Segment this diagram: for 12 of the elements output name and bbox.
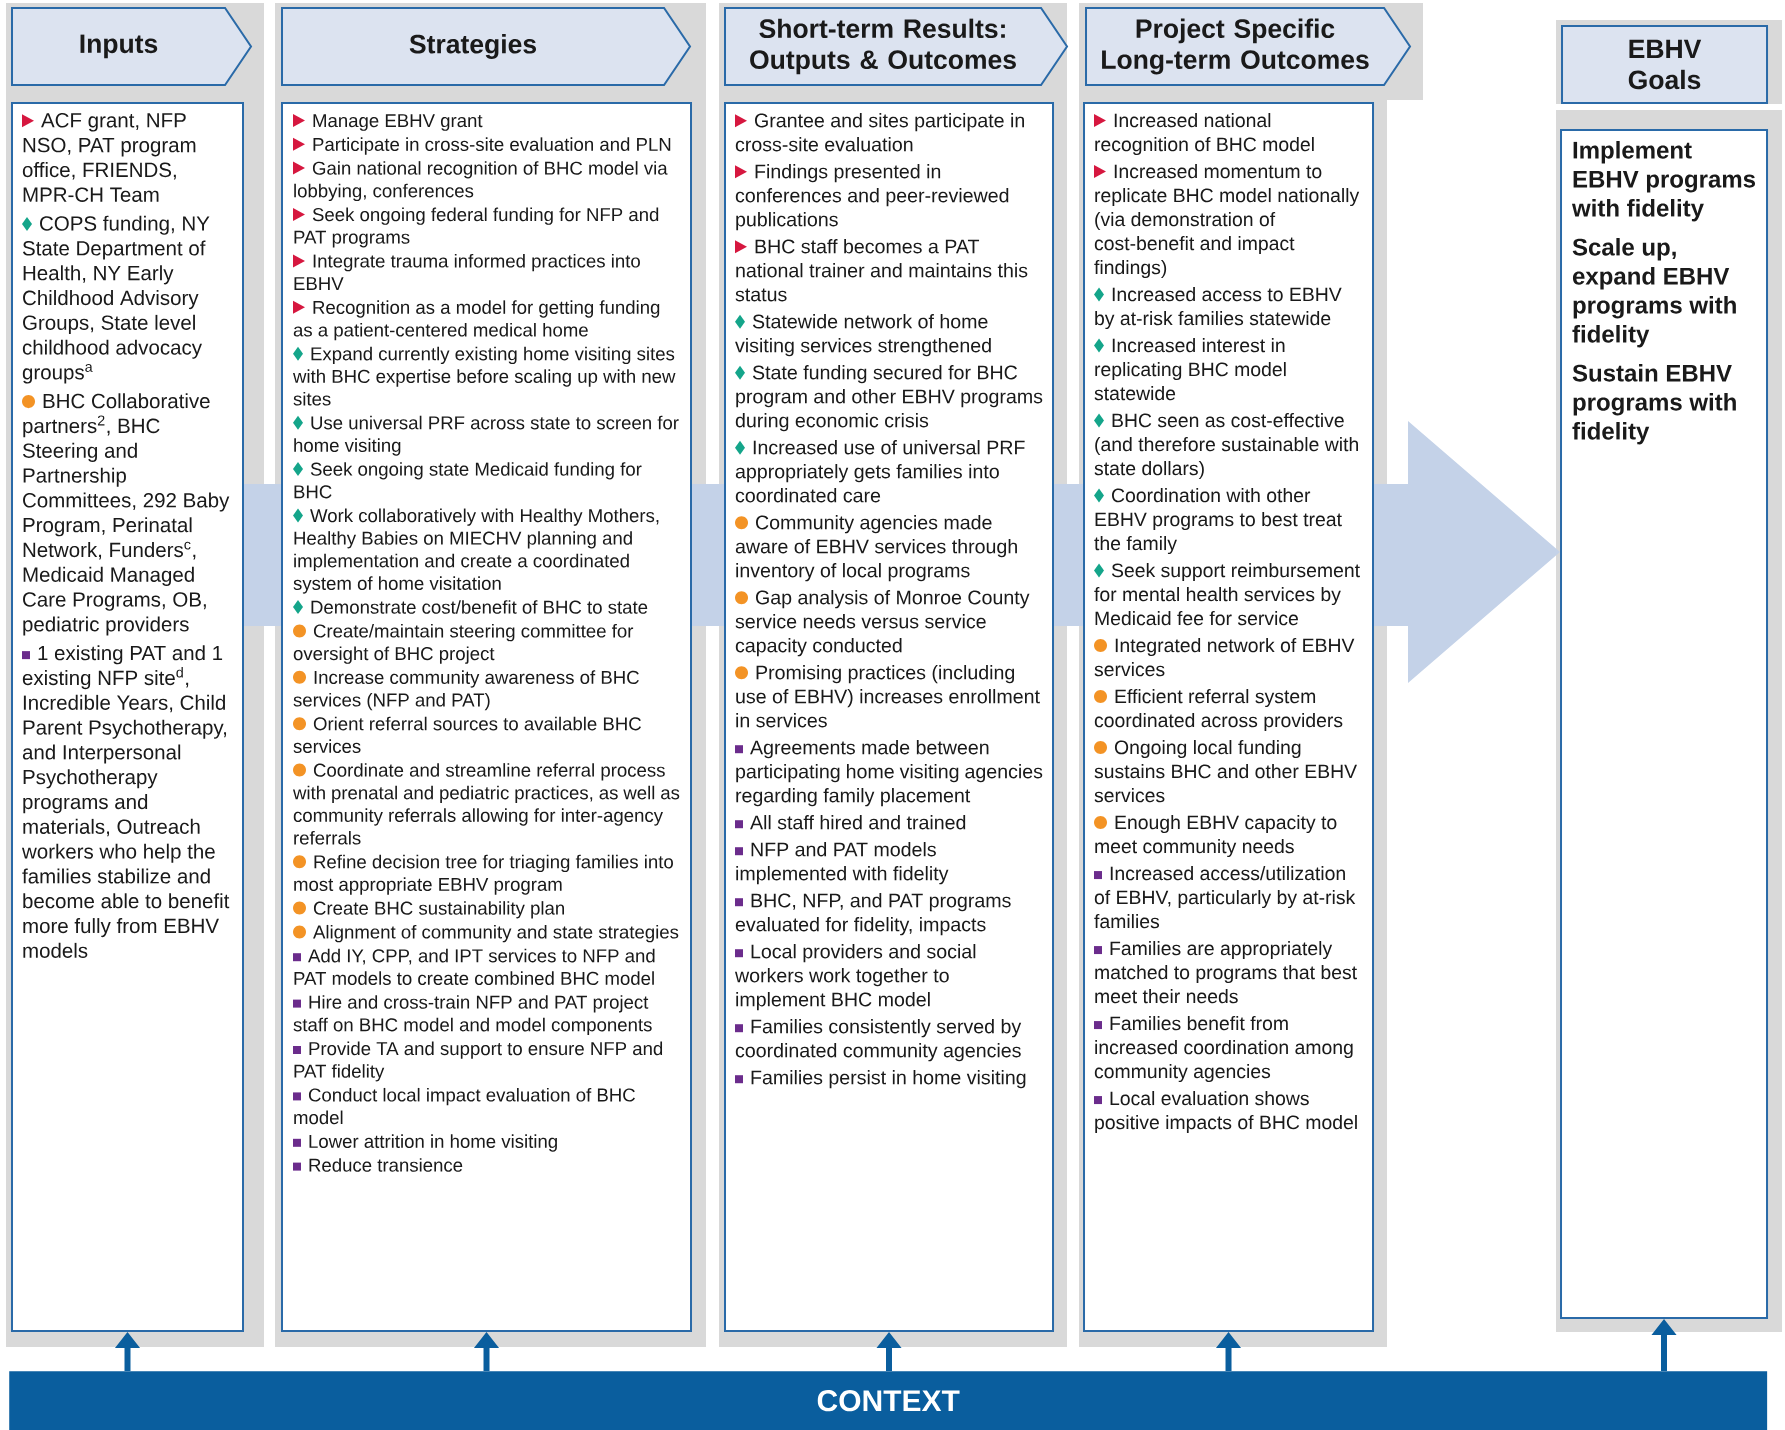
goals-box: Implement EBHV programs with fidelity Scale up, expand EBHV programs with fidelity Sustain EBHV programs with fidelity (1560, 129, 1768, 1319)
chevron-header: Inputs (11, 7, 253, 86)
context-bar: CONTEXT (9, 1371, 1768, 1430)
chevron-header: Project Specific Long-term Outcomes (1085, 7, 1412, 86)
list-box: ACF grant, NFP NSO, PAT program office, FRIENDS, MPR-CH Team COPS funding, NY State Department of Health, NY Early Childhood Advisory Groups, State level childhood advocacy groups$^{a}$ BHC Collaborative partners$^{2}$, BHC Steering and Partnership Committees, 292 Baby Program, Perinatal Network, Funders$^{c}$, Medicaid Managed Care Programs, OB, pediatric providers 1 existing PAT and 1 existing NFP site$^{d}$, Incredible Years, Child Parent Psychotherapy, and Interpersonal Psychotherapy programs and materials, Outreach workers who help the families stabilize and become able to benefit more fully from EBHV models (11, 102, 244, 1332)
arrow (244, 421, 1560, 683)
list-box: Manage EBHV grant Participate in cross-site evaluation and PLN Gain national recognition of BHC model via lobbying, conferences Seek ongoing federal funding for NFP and PAT programs Integrate trauma informed practices into EBHV Recognition as a model for getting funding as a patient-centered medical home Expand currently existing home visiting sites with BHC expertise before scaling up with new sites Use universal PRF across state to screen for home visiting Seek ongoing state Medicaid funding for BHC Work collaboratively with Healthy Mothers, Healthy Babies on MIECHV planning and implementation and create a coordinated system of home visitation Demonstrate cost/benefit of BHC to state Create/maintain steering committee for oversight of BHC project Increase community awareness of BHC services (NFP and PAT) Orient referral sources to available BHC services Coordinate and streamline referral process with prenatal and pediatric practices, as well as community referrals allowing for inter-agency referrals Refine decision tree for triaging families into most appropriate EBHV program Create BHC sustainability plan Alignment of community and state strategies Add IY, CPP, and IPT services to NFP and PAT models to create combined BHC model Hire and cross-train NFP and PAT project staff on BHC model and model components Provide TA and support to ensure NFP and PAT fidelity Conduct local impact evaluation of BHC model Lower attrition in home visiting Reduce transience (281, 102, 692, 1332)
chevron-header: Strategies (281, 7, 692, 86)
header-box: EBHV Goals (1561, 25, 1768, 104)
list-box: Increased national recognition of BHC model Increased momentum to replicate BHC model nationally (via demonstration of cost-benefit and impact findings) Increased access to EBHV by at-risk families statewide Increased interest in replicating BHC model statewide BHC seen as cost-effective (and therefore sustainable with state dollars) Coordination with other EBHV programs to best treat the family Seek support reimbursement for mental health services by Medicaid fee for service Integrated network of EBHV services Efficient referral system coordinated across providers Ongoing local funding sustains BHC and other EBHV services Enough EBHV capacity to meet community needs Increased access/utilization of EBHV, particularly by at-risk families Families are appropriately matched to programs that best meet their needs Families benefit from increased coordination among community agencies Local evaluation shows positive impacts of BHC model (1083, 102, 1374, 1332)
list-box: Grantee and sites participate in cross-site evaluation Findings presented in conferences and peer-reviewed publications BHC staff becomes a PAT national trainer and maintains this status Statewide network of home visiting services strengthened State funding secured for BHC program and other EBHV programs during economic crisis Increased use of universal PRF appropriately gets families into coordinated care Community agencies made aware of EBHV services through inventory of local programs Gap analysis of Monroe County service needs versus service capacity conducted Promising practices (including use of EBHV) increases enrollment in services Agreements made between participating home visiting agencies regarding family placement All staff hired and trained NFP and PAT models implemented with fidelity BHC, NFP, and PAT programs evaluated for fidelity, impacts Local providers and social workers work together to implement BHC model Families consistently served by coordinated community agencies Families persist in home visiting (724, 102, 1054, 1332)
chevron-header: Short-term Results: Outputs & Outcomes (724, 7, 1069, 86)
